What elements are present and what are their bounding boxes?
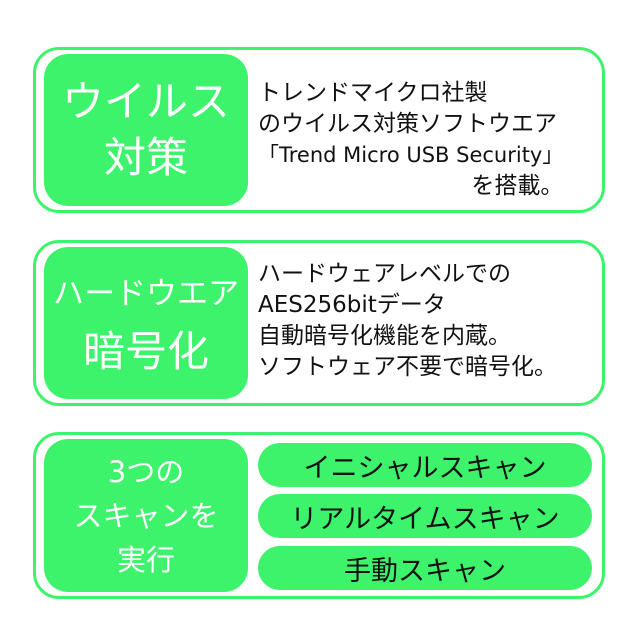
scan-realtime: リアルタイムスキャン (258, 494, 592, 538)
label-line: ウイルス (61, 77, 230, 126)
desc-line: を搭載。 (471, 173, 564, 199)
label-line: 3つの (107, 454, 185, 489)
scan-initial: イニシャルスキャン (258, 443, 592, 487)
desc-line: 「Trend Micro USB Security」 (258, 143, 564, 167)
feature-virus-protection: ウイルス 対策 トレンドマイクロ社製 のウイルス対策ソフトウエア 「Trend … (33, 47, 605, 213)
desc-line: のウイルス対策ソフトウエア (258, 111, 557, 137)
desc-line: 自動暗号化機能を内蔵。 (258, 323, 511, 349)
desc-line: ハードウェアレベルでの (258, 261, 511, 287)
label-line: 対策 (103, 133, 188, 182)
label-line: 実行 (116, 542, 175, 577)
label-line: ハードウエア (53, 276, 239, 312)
desc-line: AES256bitデータ (258, 292, 446, 318)
feature-description: トレンドマイクロ社製 のウイルス対策ソフトウエア 「Trend Micro US… (258, 78, 563, 202)
feature-scans: 3つの スキャンを 実行 イニシャルスキャン リアルタイムスキャン 手動スキャン (33, 432, 605, 599)
feature-label: ウイルス 対策 (44, 54, 248, 206)
desc-line: トレンドマイクロ社製 (258, 80, 488, 106)
feature-label: 3つの スキャンを 実行 (44, 439, 248, 592)
desc-line: ソフトウェア不要で暗号化。 (258, 354, 557, 380)
label-line: 暗号化 (82, 327, 209, 376)
feature-description: ハードウェアレベルでの AES256bitデータ 自動暗号化機能を内蔵。 ソフト… (258, 259, 557, 383)
feature-label: ハードウエア 暗号化 (44, 247, 248, 399)
label-line: スキャンを (73, 498, 219, 533)
scan-manual: 手動スキャン (258, 546, 592, 590)
feature-hardware-encryption: ハードウエア 暗号化 ハードウェアレベルでの AES256bitデータ 自動暗号… (33, 240, 605, 406)
